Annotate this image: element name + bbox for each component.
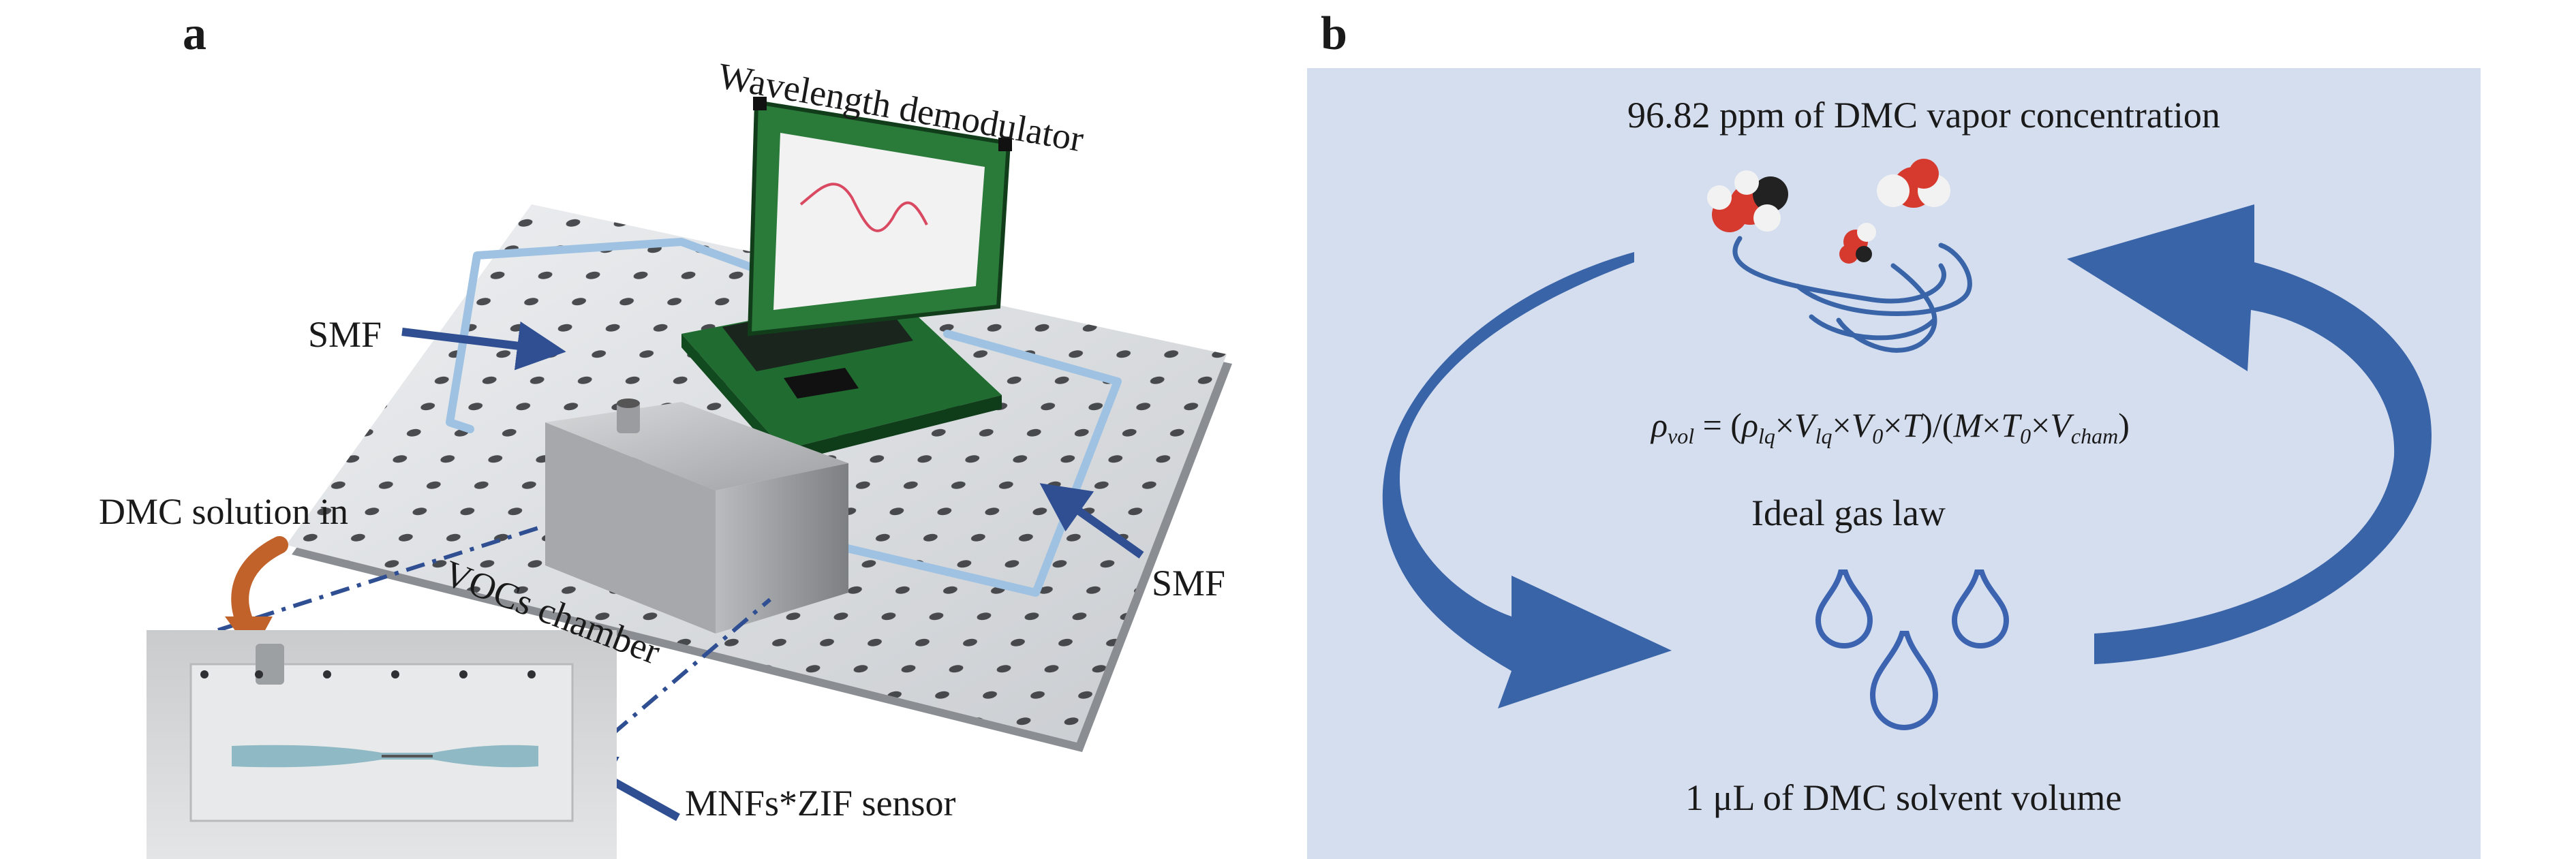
panel-b-label: b: [1321, 7, 1347, 60]
smf-label-right: SMF: [1152, 563, 1226, 604]
liquid-drops-icon: [1815, 569, 2010, 731]
panel-b: b 96.82 ppm of DMC vapor concentration ρ…: [1307, 0, 2576, 859]
panel-a-label: a: [183, 7, 206, 60]
ideal-gas-law-label: Ideal gas law: [1751, 493, 1946, 533]
dmc-molecules-icon: [1707, 159, 1972, 353]
ideal-gas-equation: ρvol = (ρlq×Vlq×V0×T)/(M×T0×Vcham): [1651, 406, 2130, 448]
smf-label-left: SMF: [308, 314, 382, 355]
right-cycle-arrow: [2067, 204, 2432, 664]
laptop-demodulator: [681, 97, 1012, 463]
panel-a-illustration: [147, 97, 1232, 859]
vapor-concentration-label: 96.82 ppm of DMC vapor concentration: [1627, 95, 2220, 136]
left-cycle-arrow: [1382, 252, 1672, 708]
sensor-label: MNFs*ZIF sensor: [685, 783, 956, 824]
dmc-solution-in-label: DMC solution in: [99, 491, 349, 532]
panel-a: a Wavelength demodulator SMF SMF DMC sol…: [99, 7, 1232, 859]
vocs-chamber-box: [545, 399, 848, 634]
panel-b-illustration: [1382, 159, 2432, 731]
solvent-volume-label: 1 μL of DMC solvent volume: [1685, 777, 2122, 818]
chamber-inset: [147, 630, 617, 859]
